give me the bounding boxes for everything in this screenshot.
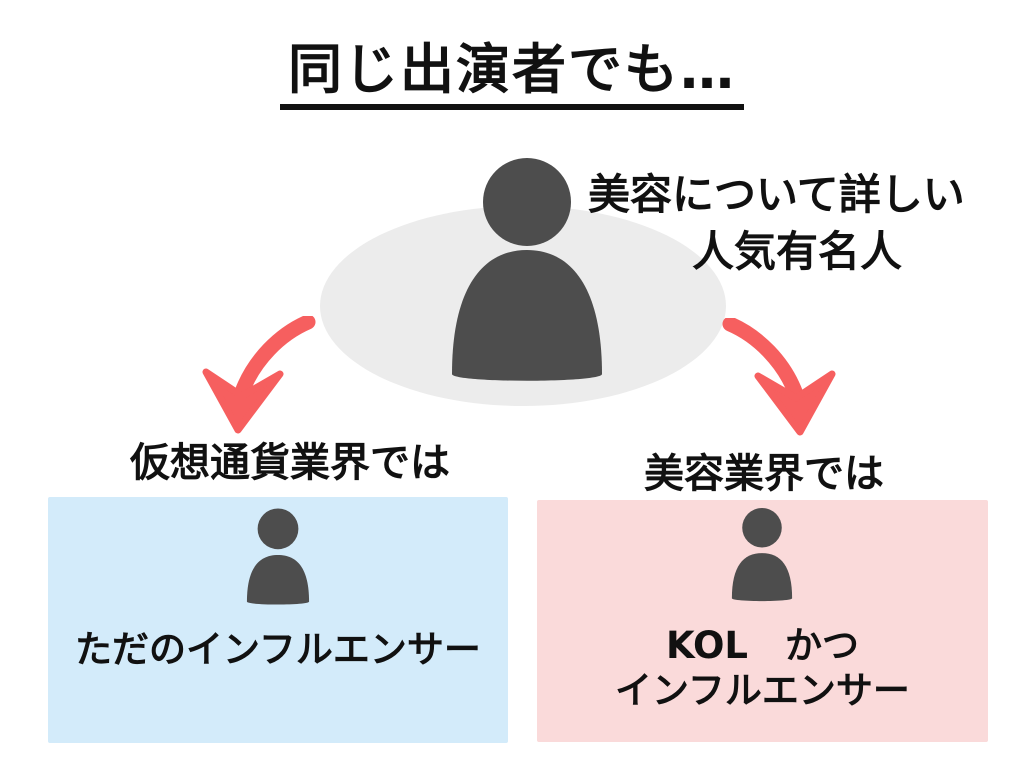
person-icon xyxy=(246,508,310,605)
page-title: 同じ出演者でも… xyxy=(280,39,744,111)
center-caption-line-2: 人気有名人 xyxy=(692,227,903,276)
left-branch-label: 仮想通貨業界では xyxy=(130,440,450,486)
right-result-box: KOL かつ インフルエンサー xyxy=(537,500,988,742)
left-result-box: ただのインフルエンサー xyxy=(48,497,508,743)
center-caption-line-1: 美容について詳しい xyxy=(588,170,965,219)
curved-arrow-down-left-icon xyxy=(202,316,316,434)
right-branch-label: 美容業界では xyxy=(644,451,884,497)
center-person-graphic xyxy=(320,158,726,406)
person-icon xyxy=(452,158,602,381)
curved-arrow-down-right-icon xyxy=(722,318,836,436)
person-icon xyxy=(731,507,793,602)
right-box-text-line-2: インフルエンサー xyxy=(615,669,910,712)
left-box-text: ただのインフルエンサー xyxy=(75,628,481,671)
right-box-text: KOL かつ インフルエンサー xyxy=(537,623,988,713)
right-box-text-line-1: KOL かつ xyxy=(665,624,860,667)
title-row: 同じ出演者でも… xyxy=(0,39,1024,111)
